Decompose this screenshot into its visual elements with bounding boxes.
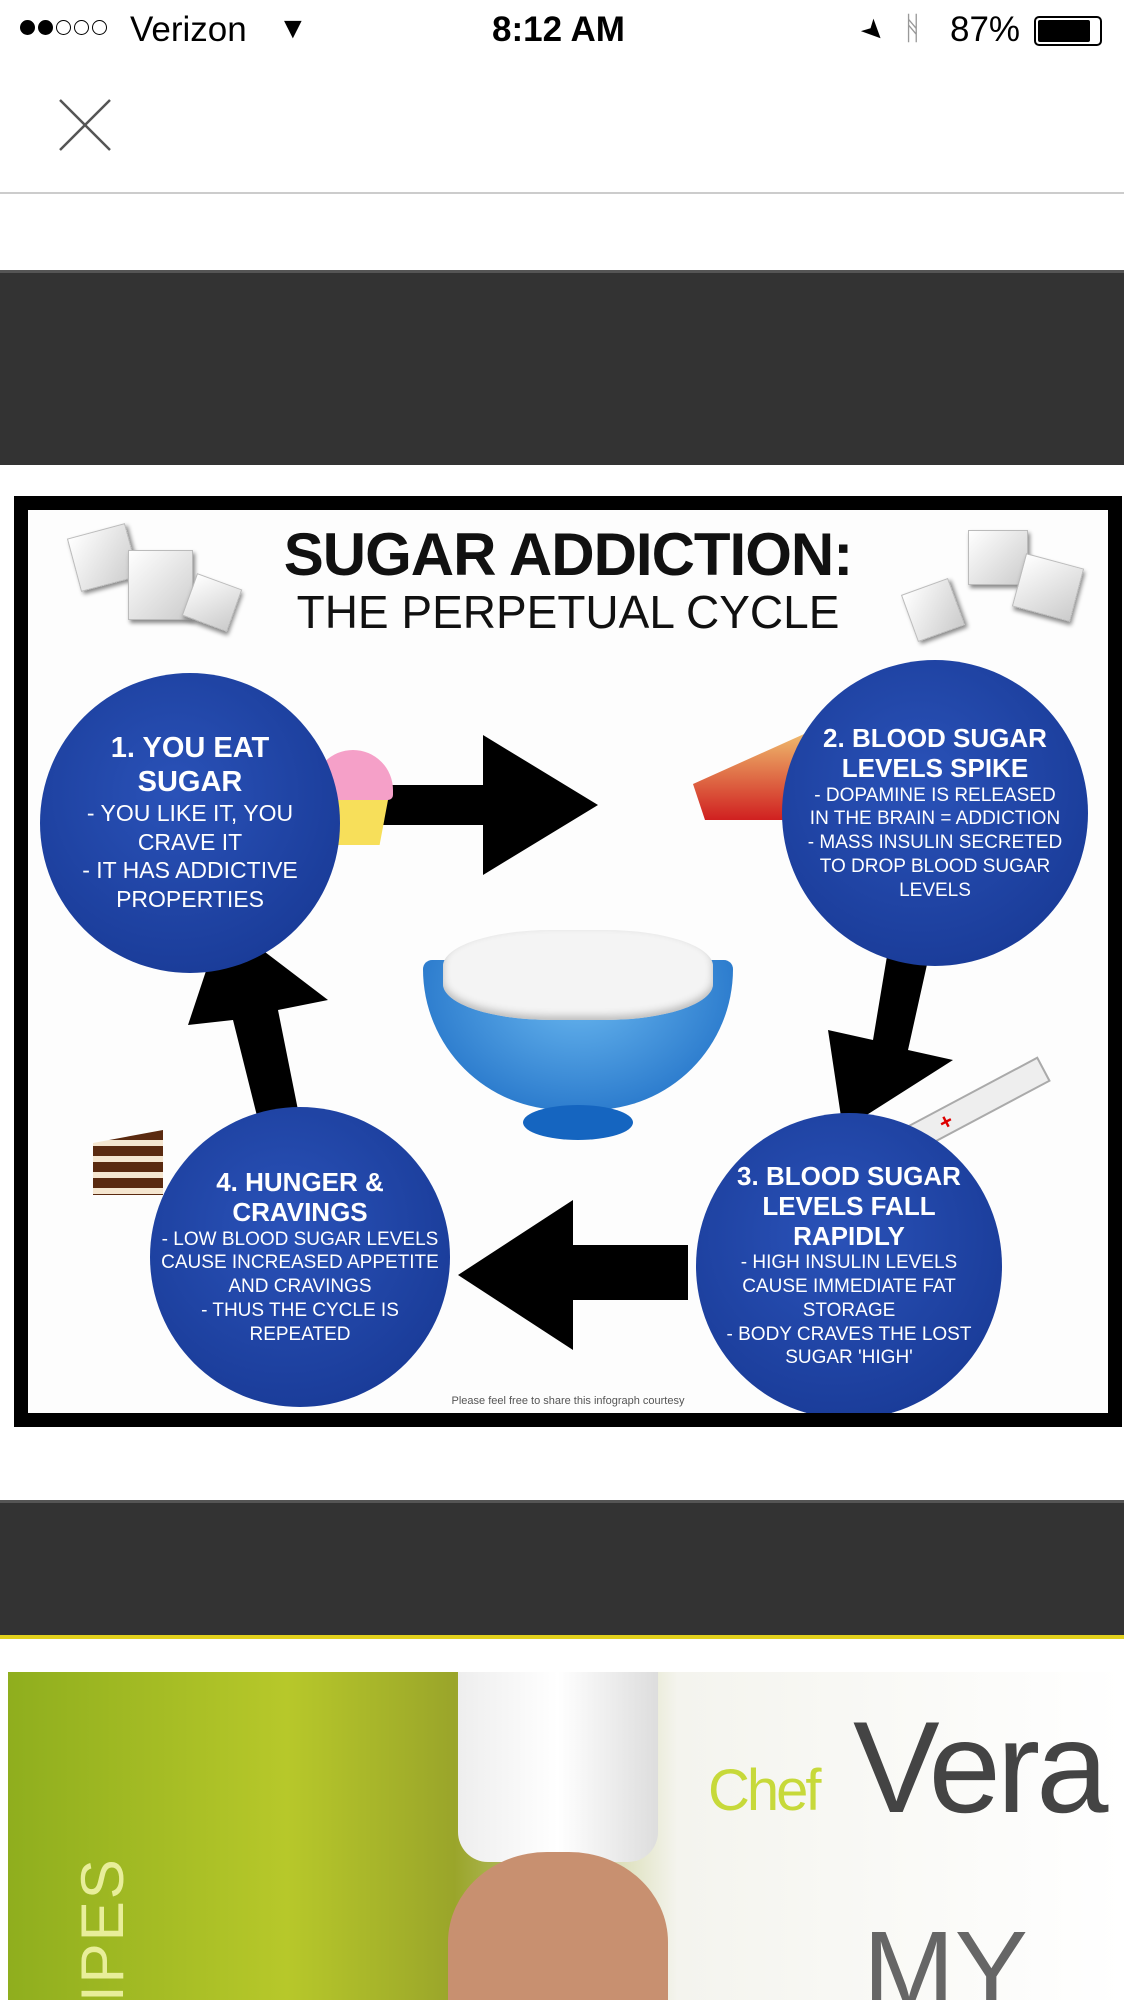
arrow-right-icon — [383, 735, 598, 875]
arrow-left-icon — [458, 1200, 688, 1350]
wifi-icon: ▼ — [278, 12, 308, 45]
step-4-circle: 4. HUNGER & CRAVINGS - LOW BLOOD SUGAR L… — [150, 1107, 450, 1407]
chef-hat — [458, 1672, 658, 1862]
chef-face — [448, 1852, 668, 2000]
promo-name: Vera — [853, 1694, 1108, 1840]
step-title: 1. YOU EAT SUGAR — [110, 732, 270, 798]
promo-side-text: IPES — [69, 1857, 136, 2000]
dark-banner-top — [0, 270, 1124, 465]
infographic-footer: Please feel free to share this infograph… — [451, 1395, 685, 1407]
carrier-label: Verizon — [130, 10, 247, 49]
battery-label: 87% — [950, 10, 1021, 49]
header-divider — [0, 192, 1124, 194]
step-1-circle: 1. YOU EAT SUGAR - YOU LIKE IT, YOU CRAV… — [40, 673, 340, 973]
step-2-circle: 2. BLOOD SUGAR LEVELS SPIKE - DOPAMINE I… — [782, 660, 1088, 966]
close-icon — [59, 99, 111, 151]
promo-logo: MY — [863, 1909, 1028, 2000]
sugar-bowl-icon — [423, 930, 733, 1150]
step-title: 3. BLOOD SUGAR LEVELS FALL RAPIDLY — [737, 1160, 961, 1251]
signal-icon — [20, 20, 107, 35]
step-body: - DOPAMINE IS RELEASED IN THE BRAIN = AD… — [807, 784, 1063, 901]
step-3-circle: 3. BLOOD SUGAR LEVELS FALL RAPIDLY - HIG… — [696, 1113, 1002, 1413]
cake-icon — [93, 1130, 163, 1195]
bluetooth-icon: ᚻ — [903, 10, 923, 46]
infographic-title: SUGAR ADDICTION: — [283, 521, 853, 588]
promo-chef-label: Chef — [708, 1758, 822, 1823]
arrow-up-icon — [188, 920, 328, 1120]
step-body: - YOU LIKE IT, YOU CRAVE IT - IT HAS ADD… — [82, 799, 298, 913]
arrow-down-icon — [828, 950, 953, 1130]
infographic-subtitle: THE PERPETUAL CYCLE — [296, 586, 840, 638]
location-icon: ➤ — [854, 11, 893, 50]
close-button[interactable] — [55, 95, 115, 155]
status-bar: Verizon ▼ 8:12 AM ➤ ᚻ 87% — [0, 0, 1124, 62]
battery-icon — [1034, 16, 1102, 46]
step-title: 2. BLOOD SUGAR LEVELS SPIKE — [823, 722, 1047, 783]
cycle-arrows — [188, 735, 953, 1350]
dark-banner-bottom — [0, 1500, 1124, 1639]
chef-promo-image[interactable]: IPES Chef Vera MY — [8, 1672, 1124, 2000]
step-body: - HIGH INSULIN LEVELS CAUSE IMMEDIATE FA… — [726, 1252, 972, 1369]
step-body: - LOW BLOOD SUGAR LEVELS CAUSE INCREASED… — [161, 1228, 439, 1345]
step-title: 4. HUNGER & CRAVINGS — [216, 1166, 384, 1227]
time-label: 8:12 AM — [492, 10, 625, 49]
infographic-image[interactable]: SUGAR ADDICTION: THE PERPETUAL CYCLE + 1… — [14, 496, 1122, 1427]
